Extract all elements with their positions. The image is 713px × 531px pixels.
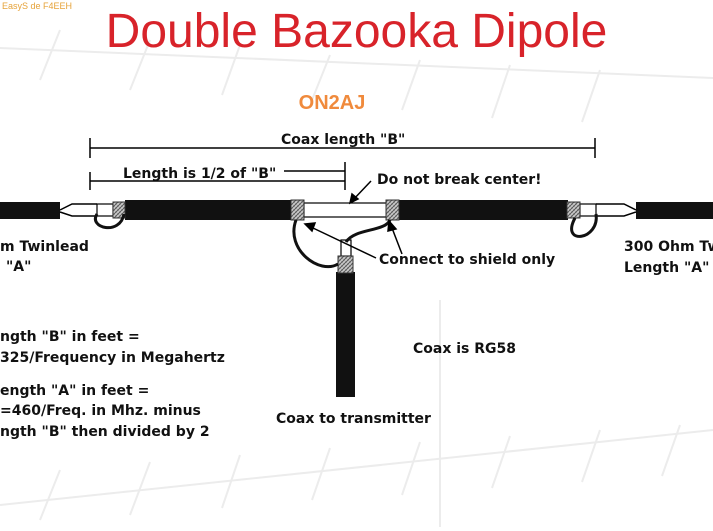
diagram-subtitle: ON2AJ <box>298 92 366 114</box>
label-connect-shield: Connect to shield only <box>379 252 556 268</box>
horizontal-coax <box>0 200 713 397</box>
vertical-feed-coax <box>336 272 355 397</box>
watermark-text: EasyS de F4EEH <box>2 1 73 11</box>
label-formula-b-1: ngth "B" in feet = <box>0 329 140 345</box>
label-twinlead-right-1: 300 Ohm Tw <box>624 239 713 255</box>
label-twinlead-left-2: "A" <box>6 259 32 275</box>
label-formula-b-2: 325/Frequency in Megahertz <box>0 350 225 366</box>
label-twinlead-right-2: Length "A" <box>624 260 710 276</box>
twinlead-leads <box>59 203 637 217</box>
label-coax-to-transmitter: Coax to transmitter <box>276 411 431 427</box>
label-coax-length-b: Coax length "B" <box>281 132 406 148</box>
label-half-b: Length is 1/2 of "B" <box>123 166 277 182</box>
right-coax-section <box>398 200 568 220</box>
label-formula-a-1: ength "A" in feet = <box>0 383 150 399</box>
jumper-wires <box>93 213 598 269</box>
left-coax-section <box>125 200 291 220</box>
diagram-title: Double Bazooka Dipole <box>105 5 608 58</box>
pointer-arrows <box>284 170 403 259</box>
label-twinlead-left-1: m Twinlead <box>0 239 89 255</box>
half-b-dimension <box>89 162 346 190</box>
label-formula-a-2: =460/Freq. in Mhz. minus <box>0 403 201 419</box>
background-antenna-watermark <box>0 29 713 527</box>
left-twinlead-stub <box>0 202 60 219</box>
coax-length-b-dimension <box>89 138 596 158</box>
right-twinlead-stub <box>636 202 713 219</box>
label-formula-a-3: ngth "B" then divided by 2 <box>0 424 210 440</box>
label-coax-type: Coax is RG58 <box>413 341 517 357</box>
label-do-not-break: Do not break center! <box>377 172 542 188</box>
